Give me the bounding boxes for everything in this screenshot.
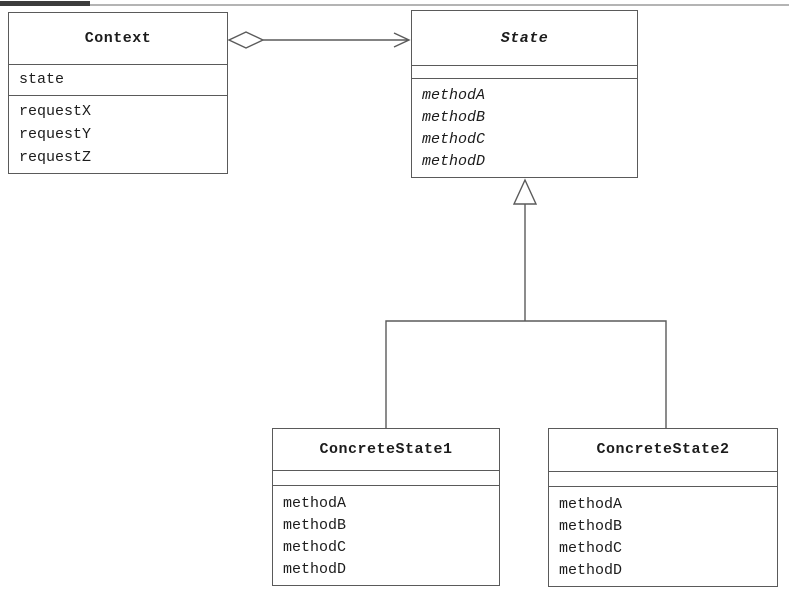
class-methods-section: requestX requestY requestZ bbox=[9, 95, 227, 173]
method-item: methodD bbox=[559, 562, 623, 579]
attribute-item: state bbox=[19, 71, 65, 88]
class-methods-section: methodA methodB methodC methodD bbox=[549, 486, 777, 586]
class-attributes-section bbox=[412, 65, 637, 78]
method-item: methodB bbox=[559, 518, 623, 535]
method-item: methodD bbox=[283, 561, 347, 578]
generalization-connector bbox=[385, 178, 667, 428]
aggregation-diamond-icon bbox=[227, 31, 265, 49]
class-box-concretestate2: ConcreteState2 methodA methodB methodC m… bbox=[548, 428, 778, 587]
class-methods-section: methodA methodB methodC methodD bbox=[273, 485, 499, 585]
class-attributes-section bbox=[549, 470, 777, 486]
aggregation-connector bbox=[227, 31, 411, 49]
method-item: requestY bbox=[19, 126, 92, 143]
class-title: ConcreteState1 bbox=[319, 440, 453, 458]
class-title: ConcreteState2 bbox=[596, 441, 730, 459]
generalization-triangle-icon bbox=[512, 178, 538, 205]
class-attributes-section: state bbox=[9, 64, 227, 95]
method-item: requestX bbox=[19, 103, 92, 120]
class-attributes-section bbox=[273, 469, 499, 485]
class-box-context: Context state requestX requestY requestZ bbox=[8, 12, 228, 174]
method-item: methodC bbox=[422, 131, 486, 148]
method-item: methodA bbox=[422, 87, 486, 104]
method-item: methodD bbox=[422, 153, 486, 170]
class-box-concretestate1: ConcreteState1 methodA methodB methodC m… bbox=[272, 428, 500, 586]
method-item: methodB bbox=[422, 109, 486, 126]
class-box-state: State methodA methodB methodC methodD bbox=[411, 10, 638, 178]
page-top-rule-dark-segment bbox=[0, 1, 90, 6]
method-item: requestZ bbox=[19, 149, 92, 166]
method-item: methodC bbox=[283, 539, 347, 556]
method-item: methodB bbox=[283, 517, 347, 534]
open-arrowhead-icon bbox=[393, 32, 411, 48]
page-top-rule bbox=[0, 4, 789, 6]
method-item: methodA bbox=[559, 496, 623, 513]
generalization-branch-lines bbox=[385, 320, 667, 428]
method-item: methodA bbox=[283, 495, 347, 512]
class-title: State bbox=[500, 29, 549, 47]
class-methods-section: methodA methodB methodC methodD bbox=[412, 78, 637, 177]
method-item: methodC bbox=[559, 540, 623, 557]
class-title: Context bbox=[84, 30, 152, 47]
